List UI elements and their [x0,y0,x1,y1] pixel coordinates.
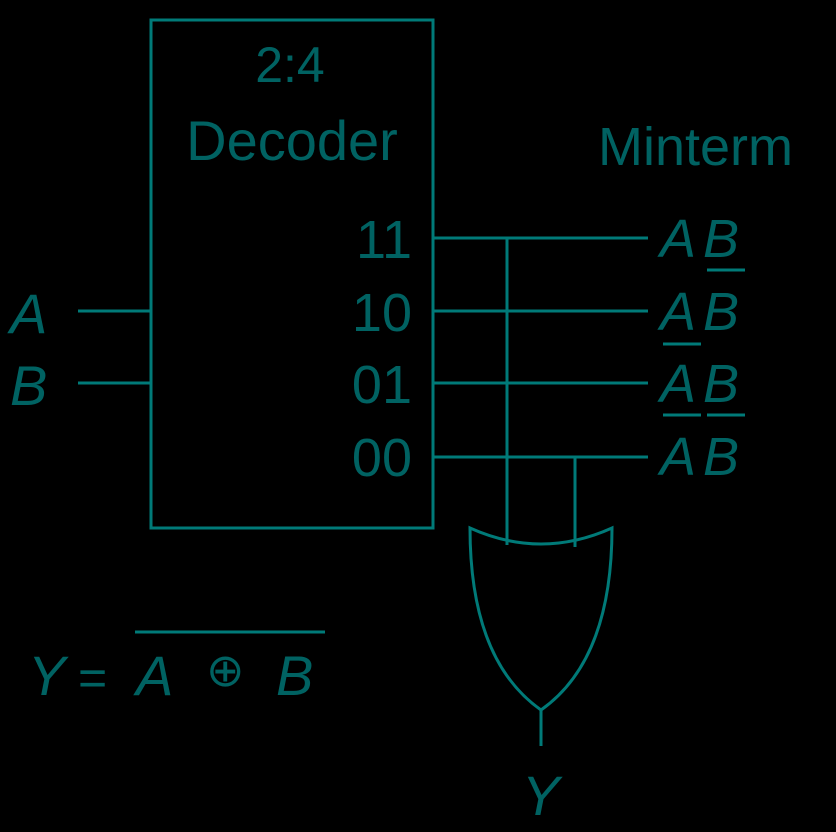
equation: Y = A ⊕ B [28,630,325,707]
minterm-a: A [657,209,696,269]
minterm-a: A [657,354,696,414]
decoder-title-size: 2:4 [255,37,325,93]
minterm-a: A [657,282,696,342]
minterm-a-bar-b: A B [657,342,739,414]
minterm-ab: A B [657,209,739,269]
or-gate [468,525,614,712]
xor-symbol: ⊕ [206,644,245,696]
output-label-00: 00 [352,428,412,488]
minterm-b: B [703,354,739,414]
decoder-box [149,18,435,530]
decoder-title: Decoder [186,109,398,172]
minterm-header: Minterm [598,117,793,177]
output-label-01: 01 [352,355,412,415]
minterm-b: B [703,282,739,342]
output-label-y: Y [522,764,563,827]
minterm-ab-bar: A B [657,268,745,342]
input-label-a: A [7,282,47,345]
minterm-a-bar-b-bar: A B [657,413,745,487]
equation-b: B [276,644,313,707]
equation-equals: = [78,650,107,706]
equation-a: A [133,644,173,707]
minterm-b: B [703,209,739,269]
output-label-10: 10 [352,283,412,343]
minterm-b: B [703,427,739,487]
minterm-a: A [657,427,696,487]
output-label-11: 11 [356,210,412,270]
input-label-b: B [10,354,47,417]
equation-lhs: Y [28,644,69,707]
